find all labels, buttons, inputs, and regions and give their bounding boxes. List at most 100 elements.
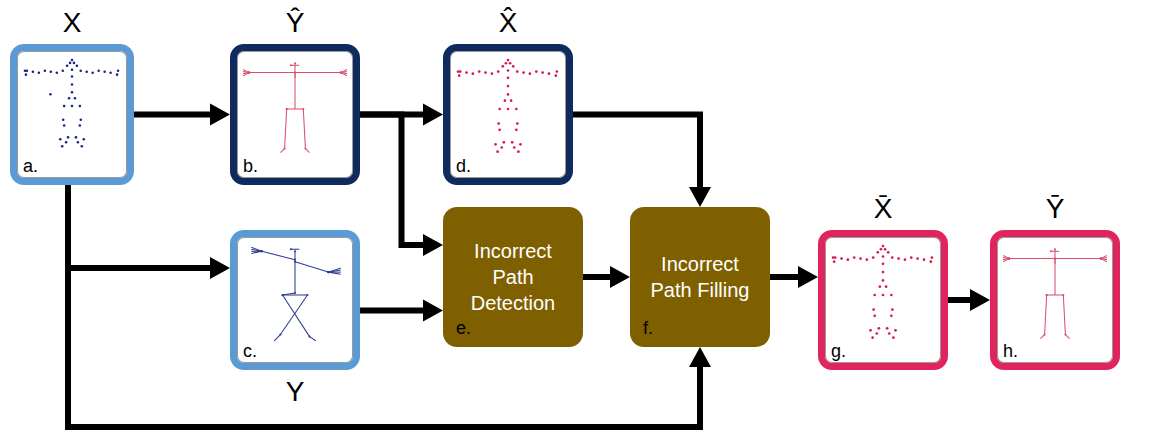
bone xyxy=(291,65,299,66)
point xyxy=(59,138,62,141)
joint xyxy=(294,292,296,294)
output-skeleton-box: Ȳh. xyxy=(990,230,1120,370)
joint xyxy=(1046,294,1048,296)
connector-line xyxy=(68,185,214,268)
point xyxy=(887,251,890,254)
input-skeleton-box: Yc. xyxy=(230,230,360,370)
point xyxy=(491,72,494,75)
joint xyxy=(261,250,263,252)
joint xyxy=(1054,248,1056,250)
joint xyxy=(1054,258,1056,260)
point xyxy=(73,62,76,65)
point xyxy=(853,256,856,259)
pose-illustration xyxy=(831,243,935,347)
bone xyxy=(1047,294,1064,295)
joint xyxy=(327,271,329,273)
point xyxy=(494,143,497,146)
point xyxy=(109,71,112,74)
pose-illustration xyxy=(456,57,560,161)
point xyxy=(471,72,474,75)
point xyxy=(117,69,120,72)
point xyxy=(465,71,468,74)
bone xyxy=(285,109,287,149)
output-cloud-box: X̄g. xyxy=(818,230,948,370)
bone xyxy=(1045,295,1047,335)
point xyxy=(507,108,510,111)
point xyxy=(517,150,520,153)
pose-illustration xyxy=(1003,243,1107,347)
flow-arrow xyxy=(134,104,230,126)
joint xyxy=(340,72,342,74)
point xyxy=(500,146,503,149)
point xyxy=(509,62,512,65)
point xyxy=(894,329,897,332)
joint xyxy=(286,108,288,110)
bone xyxy=(251,247,261,251)
point xyxy=(504,99,507,102)
joint xyxy=(294,72,296,74)
point xyxy=(888,332,891,335)
variable-symbol: X̄ xyxy=(805,192,961,226)
point xyxy=(49,93,52,96)
joint xyxy=(1044,333,1046,335)
point xyxy=(882,262,885,265)
joint xyxy=(286,108,288,110)
joint xyxy=(284,147,286,149)
input-point-cloud-box: Xa. xyxy=(10,44,134,185)
flow-arrow xyxy=(770,266,818,288)
point xyxy=(556,70,559,73)
point xyxy=(882,255,885,258)
joint xyxy=(1008,258,1010,260)
flow-arrow xyxy=(360,300,443,322)
bone xyxy=(1003,255,1009,258)
connector-line xyxy=(134,112,214,118)
point xyxy=(79,105,82,108)
joint xyxy=(1008,258,1010,260)
bone xyxy=(1003,259,1009,262)
point xyxy=(32,70,35,73)
panel-letter: f. xyxy=(641,318,655,338)
bone xyxy=(341,69,347,72)
point xyxy=(866,258,869,261)
point xyxy=(81,145,84,148)
joint xyxy=(261,250,263,252)
point xyxy=(516,70,519,73)
bone xyxy=(310,337,316,341)
point xyxy=(879,285,882,288)
point xyxy=(71,59,74,62)
point xyxy=(529,72,532,75)
point xyxy=(554,74,557,77)
point xyxy=(71,68,74,71)
predicted-skeleton-box: Ŷb. xyxy=(230,44,360,185)
point xyxy=(67,136,70,139)
joint xyxy=(309,336,311,338)
point xyxy=(71,75,74,78)
joint xyxy=(248,72,250,74)
joint xyxy=(279,333,281,335)
bone xyxy=(294,63,295,109)
joint xyxy=(1100,258,1102,260)
arrowhead xyxy=(423,300,443,322)
variable-symbol: X xyxy=(0,6,147,40)
arrowhead xyxy=(970,289,990,311)
point xyxy=(116,73,119,76)
point xyxy=(882,245,885,248)
connector-line xyxy=(360,115,427,246)
bone xyxy=(251,249,261,251)
point xyxy=(25,73,28,76)
point xyxy=(502,141,505,144)
bone xyxy=(262,251,295,259)
joint xyxy=(290,64,292,66)
point xyxy=(507,69,510,72)
bone xyxy=(251,251,261,253)
joint xyxy=(294,62,296,64)
pose-illustration xyxy=(243,57,347,161)
point xyxy=(65,141,68,144)
point xyxy=(505,62,508,65)
point xyxy=(79,69,82,72)
joint xyxy=(1008,258,1010,260)
point xyxy=(513,146,516,149)
flow-arrow xyxy=(360,115,443,257)
bone xyxy=(1051,251,1059,252)
point xyxy=(24,69,27,72)
